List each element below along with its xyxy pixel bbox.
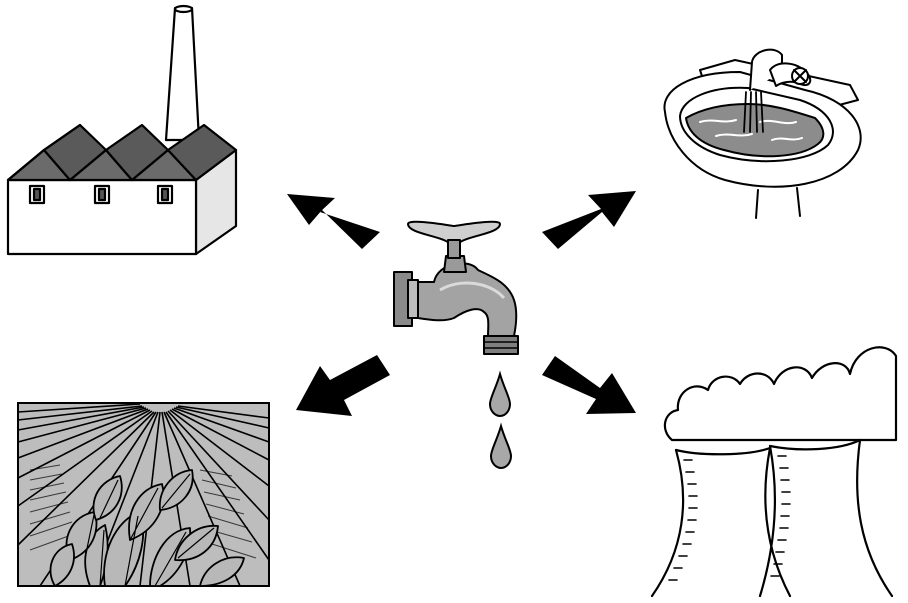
factory-icon <box>6 4 238 256</box>
water-drop-icon <box>488 370 512 418</box>
arrow-to-crop-field-icon <box>296 355 390 416</box>
water-drop-icon <box>489 422 513 470</box>
bathroom-sink-icon <box>663 48 862 219</box>
cooling-tower-icon <box>650 346 898 598</box>
crop-field-icon <box>17 402 270 587</box>
water-faucet-icon <box>393 220 519 355</box>
arrow-to-cooling-tower-icon <box>542 356 636 414</box>
arrow-to-sink-icon <box>542 191 636 249</box>
arrow-to-factory-icon <box>287 194 380 249</box>
